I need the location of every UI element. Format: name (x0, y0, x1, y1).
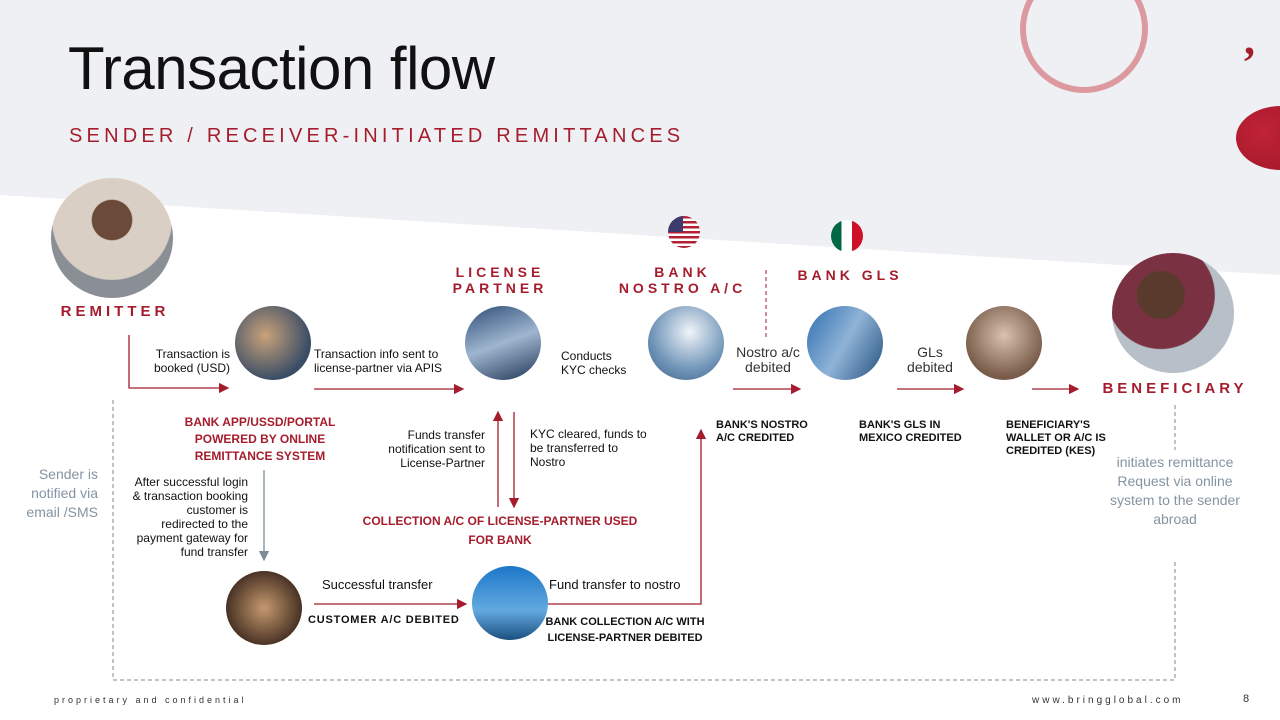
brand-comma-logo: , (1244, 15, 1255, 64)
page-number: 8 (1243, 693, 1253, 705)
wallet-phone-photo (966, 306, 1042, 380)
page-title: Transaction flow (68, 35, 495, 102)
page-subtitle: SENDER / RECEIVER-INITIATED REMITTANCES (69, 125, 685, 147)
bank-gls-label: BANK GLS (797, 267, 903, 283)
remitter-photo (51, 178, 173, 298)
kyc-text: Conducts KYC checks (561, 349, 627, 377)
phone-app-photo (235, 306, 311, 380)
nostro-credited-label: BANK'S NOSTRO A/C CREDITED (716, 419, 808, 444)
bank-app-label: BANK APP/USSD/PORTAL POWERED BY ONLINE R… (184, 415, 336, 463)
us-flag-icon (668, 216, 700, 248)
arrow-to-app (128, 335, 230, 394)
fund-to-nostro-text: Fund transfer to nostro (549, 577, 681, 592)
customer-debited-label: CUSTOMER A/C DEBITED (308, 614, 460, 626)
gls-building-photo (807, 306, 883, 380)
remitter-label: REMITTER (60, 303, 170, 320)
kyc-cleared-text: KYC cleared, funds to be transferred to … (530, 427, 647, 469)
gls-debited-text: GLs debited (907, 344, 953, 375)
beneficiary-label: BENEFICIARY (1102, 380, 1248, 397)
beneficiary-photo (1112, 253, 1234, 373)
license-partner-building-photo (465, 306, 541, 380)
dashed-loop-bottom (112, 400, 1176, 681)
bank-collection-debited-label: BANK COLLECTION A/C WITH LICENSE-PARTNER… (545, 616, 705, 644)
gls-credited-label: BANK'S GLS IN MEXICO CREDITED (859, 419, 962, 444)
footer-confidential: proprietary and confidential (54, 695, 247, 705)
footer-url[interactable]: www.bringglobal.com (1032, 695, 1184, 706)
beneficiary-credited-label: BENEFICIARY'S WALLET OR A/C IS CREDITED … (1006, 419, 1106, 457)
info-sent-text: Transaction info sent to license-partner… (314, 347, 443, 375)
license-partner-label: LICENSE PARTNER (452, 264, 548, 296)
arrow-to-nostro (548, 428, 707, 605)
booked-text: Transaction is booked (USD) (153, 347, 230, 375)
nostro-debited-text: Nostro a/c debited (736, 344, 800, 375)
redirected-text: After successful login & transaction boo… (132, 475, 248, 559)
decorative-ring (1020, 0, 1148, 93)
collection-ac-label: COLLECTION A/C OF LICENSE-PARTNER USED F… (362, 514, 638, 547)
nostro-building-photo (648, 306, 724, 380)
initiates-text: initiates remittance Request via online … (1110, 454, 1240, 527)
bank-collection-building-photo (472, 566, 548, 640)
payment-gateway-photo (226, 571, 302, 645)
mexico-flag-icon (831, 220, 863, 252)
bank-nostro-label: BANK NOSTRO A/C (618, 264, 747, 296)
successful-transfer-text: Successful transfer (322, 577, 433, 592)
sender-notified-text: Sender is notified via email /SMS (26, 466, 98, 520)
funds-notification-text: Funds transfer notification sent to Lice… (388, 428, 485, 470)
